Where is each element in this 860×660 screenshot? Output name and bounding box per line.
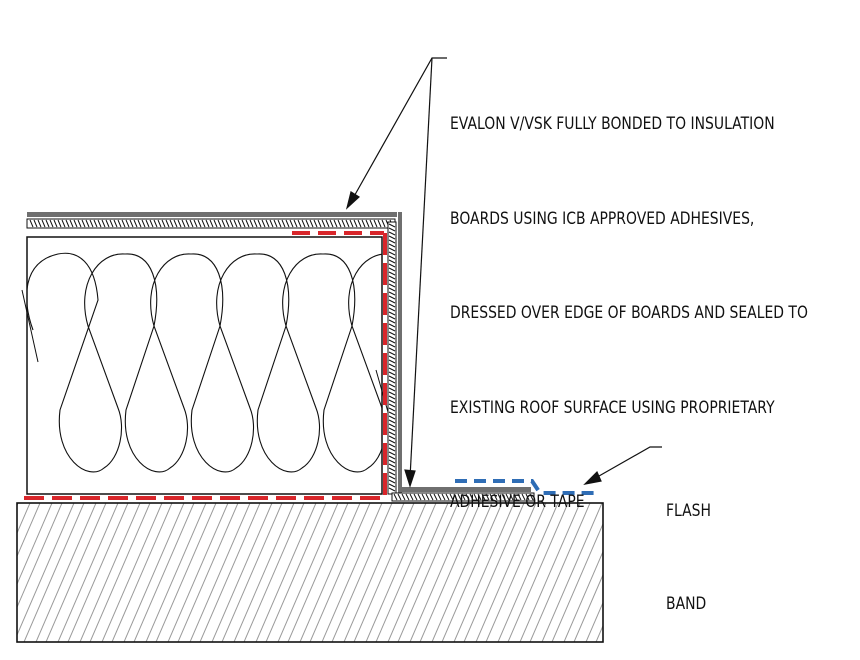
flash-band-leader-arrow: [583, 470, 602, 485]
evalon-annotation-line-2: BOARDS USING ICB APPROVED ADHESIVES,: [450, 208, 755, 229]
roof-deck-slab: [16, 502, 604, 643]
evalon-leader-line: [351, 57, 447, 201]
evalon-annotation-line-1: EVALON V/VSK FULLY BONDED TO INSULATION: [450, 114, 775, 134]
insulation-board: [21, 236, 389, 495]
evalon-annotation-line-5: ADHESIVE OR TAPE: [450, 492, 585, 512]
flash-band-annotation: FLASH BAND: [666, 434, 711, 651]
flash-band-annotation-line-1: FLASH: [666, 501, 711, 521]
evalon-leader-arrow: [345, 191, 360, 210]
evalon-annotation: EVALON V/VSK FULLY BONDED TO INSULATION …: [450, 46, 808, 550]
flash-band-annotation-line-2: BAND: [666, 594, 707, 614]
evalon-membrane-turndown: [391, 487, 535, 502]
insulation-symbol: [27, 252, 382, 473]
evalon-leader-arrow-2: [404, 469, 416, 488]
evalon-membrane-top: [26, 212, 397, 235]
evalon-leader-line-2: [409, 57, 433, 479]
slab-hatching: [17, 503, 603, 642]
flash-band-leader-line: [591, 446, 662, 481]
evalon-annotation-line-3: DRESSED OVER EDGE OF BOARDS AND SEALED T…: [450, 303, 808, 323]
evalon-annotation-line-4: EXISTING ROOF SURFACE USING PROPRIETARY: [450, 397, 775, 418]
leader-lines: [345, 57, 662, 488]
flash-band-dashed-line: [455, 479, 600, 495]
evalon-membrane-edge: [383, 212, 402, 496]
